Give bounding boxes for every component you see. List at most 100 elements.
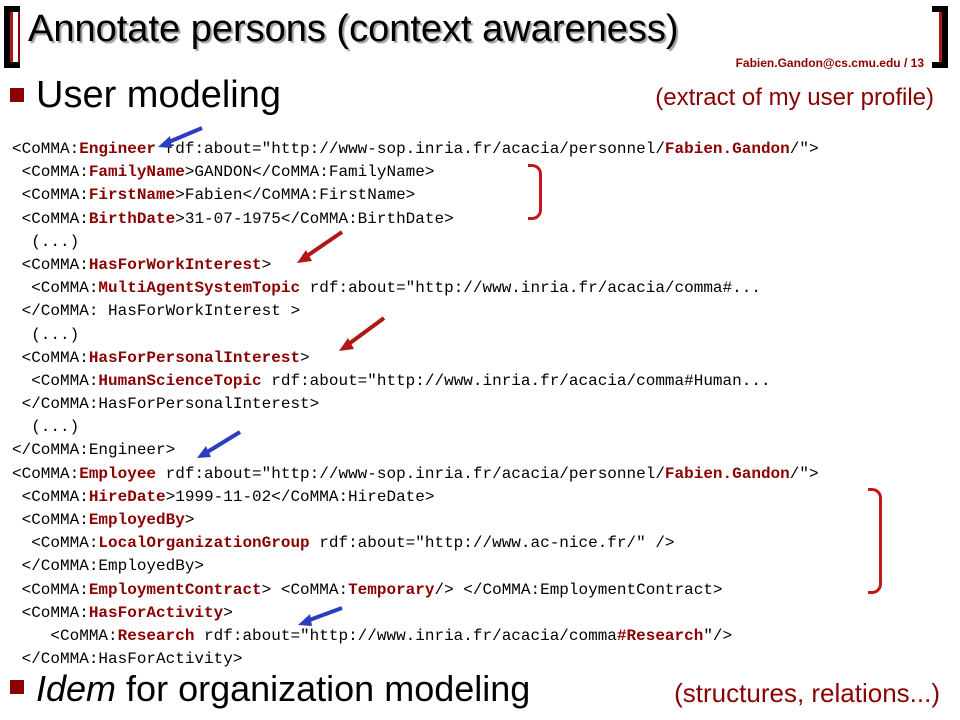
code-keyword: MultiAgentSystemTopic [98,279,301,298]
code-line: <CoMMA:Engineer rdf:about="http://www-so… [12,138,819,161]
code-text: /"> [789,140,819,158]
pointer-arrow-icon [339,316,386,351]
code-text: </CoMMA:HasForPersonalInterest> [12,395,320,414]
code-text: rdf:about="http://www-sop.inria.fr/acaci… [156,464,665,483]
organization-modeling-text: for organization modeling [116,668,531,709]
code-text: <CoMMA: [12,603,89,622]
code-line: (...) [12,416,819,439]
code-keyword: Employee [79,464,157,483]
code-line: <CoMMA:EmploymentContract> <CoMMA:Tempor… [12,579,819,602]
code-text: <CoMMA: [12,626,118,645]
code-line: </CoMMA:HasForPersonalInterest> [12,393,819,416]
code-line: (...) [12,231,819,254]
code-line: </CoMMA:EmployedBy> [12,555,819,578]
code-text: <CoMMA: [12,186,89,205]
code-text: </CoMMA:HasForActivity> [12,650,243,669]
author-email: Fabien.Gandon@cs.cmu.edu [735,56,901,70]
code-text: rdf:about="http://www.ac-nice.fr/" /> [309,534,675,553]
code-text: </CoMMA: HasForWorkInterest > [12,302,301,321]
code-text: <CoMMA: [12,371,99,390]
code-keyword: HireDate [88,487,166,506]
code-text: > [223,603,233,622]
code-text: <CoMMA: [12,140,80,158]
pointer-arrow-icon [158,126,203,148]
code-keyword: Research [117,626,195,645]
code-text: >31-07-1975</CoMMA:BirthDate> [175,209,454,228]
code-line: <CoMMA:BirthDate>31-07-1975</CoMMA:Birth… [12,208,819,231]
code-text: <CoMMA: [12,209,89,228]
pointer-arrow-icon [197,430,242,458]
code-line: <CoMMA:HasForPersonalInterest> [12,347,819,370]
code-line: <CoMMA:Research rdf:about="http://www.in… [12,625,819,648]
code-text: rdf:about="http://www.inria.fr/acacia/co… [261,371,771,390]
code-text: rdf:about="http://www.inria.fr/acacia/co… [194,626,617,645]
code-keyword: BirthDate [88,209,176,228]
code-line: <CoMMA:HasForActivity> [12,602,819,625]
code-text: >GANDON</CoMMA:FamilyName> [184,163,435,182]
code-keyword: EmploymentContract [88,580,262,599]
section-organization-modeling: Idem for organization modeling [36,668,530,710]
section-user-modeling: User modeling [36,74,281,116]
code-text: <CoMMA: [12,534,99,553]
code-text: rdf:about="http://www-sop.inria.fr/acaci… [156,140,665,158]
code-line: <CoMMA:FirstName>Fabien</CoMMA:FirstName… [12,184,819,207]
code-keyword: FirstName [88,186,176,205]
code-keyword: Temporary [348,580,435,599]
page-number: / 13 [903,56,924,70]
code-text: rdf:about="http://www.inria.fr/acacia/co… [300,279,761,298]
code-line: </CoMMA:HasForActivity> [12,648,819,671]
code-text: </CoMMA:EmployedBy> [12,557,205,576]
code-text: <CoMMA: [12,580,89,599]
code-keyword: FamilyName [88,163,185,182]
group-bracket-icon [528,164,542,220]
slide-title: Annotate persons (context awareness) [28,8,679,50]
code-text: <CoMMA: [12,348,89,367]
code-keyword: Engineer [79,140,157,158]
bullet-square-icon [10,88,24,102]
code-line: <CoMMA:HireDate>1999-11-02</CoMMA:HireDa… [12,486,819,509]
code-text: >Fabien</CoMMA:FirstName> [175,186,416,205]
rdf-code-block: <CoMMA:Engineer rdf:about="http://www-so… [12,138,819,671]
group-bracket-icon [868,488,882,594]
code-text: > [261,255,272,274]
code-line: <CoMMA:Employee rdf:about="http://www-so… [12,463,819,486]
code-keyword: Fabien.Gandon [664,464,790,483]
code-text: <CoMMA: [12,255,89,274]
section-organization-note: (structures, relations...) [674,678,940,708]
pointer-arrow-icon [297,230,344,263]
code-keyword: HasForPersonalInterest [88,348,301,367]
code-line: (...) [12,324,819,347]
code-keyword: EmployedBy [88,511,185,529]
code-text: > [300,348,310,367]
code-line: <CoMMA:MultiAgentSystemTopic rdf:about="… [12,277,819,300]
code-text: > [184,511,195,529]
bullet-square-icon [10,680,24,694]
code-text: (...) [12,418,80,437]
code-line: <CoMMA:EmployedBy> [12,509,819,532]
idem-text: Idem [36,668,117,709]
code-line: </CoMMA: HasForWorkInterest > [12,300,819,323]
code-text: /"> [789,464,819,483]
title-right-bracket-icon [932,6,948,68]
code-text: (...) [12,325,80,344]
code-text: <CoMMA: [12,464,80,483]
code-keyword: LocalOrganizationGroup [98,534,310,553]
code-line: <CoMMA:FamilyName>GANDON</CoMMA:FamilyNa… [12,161,819,184]
code-keyword: #Research [616,626,704,645]
code-text: </CoMMA:Engineer> [12,441,176,460]
pointer-arrow-icon [298,606,343,626]
code-text: <CoMMA: [12,511,89,529]
code-line: <CoMMA:HasForWorkInterest> [12,254,819,277]
code-text: <CoMMA: [12,487,89,506]
code-text: /> </CoMMA:EmploymentContract> [434,580,723,599]
code-text: <CoMMA: [12,279,99,298]
code-text: >1999-11-02</CoMMA:HireDate> [165,487,435,506]
code-keyword: HasForActivity [88,603,224,622]
code-keyword: HasForWorkInterest [88,255,262,274]
code-keyword: Fabien.Gandon [664,140,790,158]
code-line: </CoMMA:Engineer> [12,439,819,462]
code-line: <CoMMA:LocalOrganizationGroup rdf:about=… [12,532,819,555]
section-user-modeling-note: (extract of my user profile) [655,84,934,111]
code-text: <CoMMA: [12,163,89,182]
code-text: "/> [703,626,733,645]
